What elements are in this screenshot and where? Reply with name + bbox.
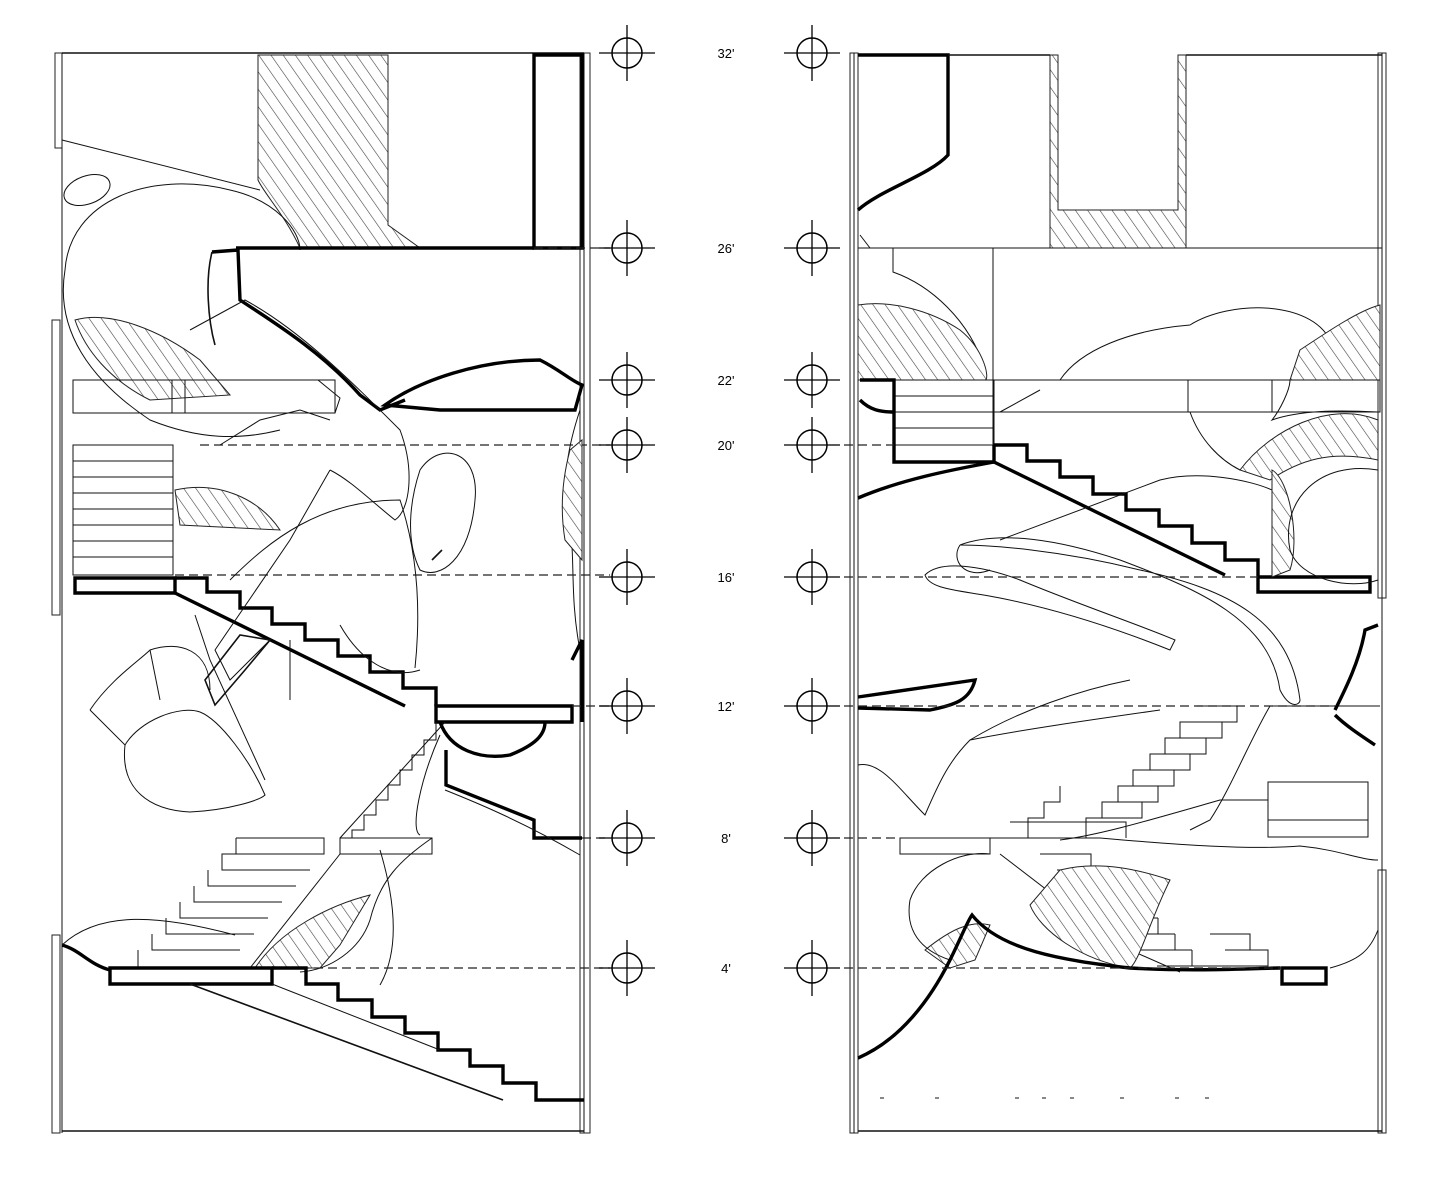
landing-20-22 bbox=[860, 378, 996, 464]
level-label-l4: 4' bbox=[721, 961, 731, 976]
level-target-left-l22 bbox=[599, 352, 655, 408]
level-target-left-l12 bbox=[599, 678, 655, 734]
level-label-l20: 20' bbox=[718, 438, 735, 453]
left-wall-segment bbox=[51, 934, 61, 1134]
level-target-left-l20 bbox=[599, 417, 655, 473]
stair-12-8 bbox=[339, 721, 446, 839]
level-target-left-l32 bbox=[599, 25, 655, 81]
upper-left-stair bbox=[72, 444, 174, 576]
stair-4-0 bbox=[272, 966, 584, 1102]
upper-room-outline bbox=[532, 53, 584, 250]
hatched-shaft bbox=[257, 54, 422, 249]
level-target-left-l16 bbox=[599, 549, 655, 605]
level-label-l32: 32' bbox=[718, 46, 735, 61]
left-section bbox=[51, 52, 610, 1134]
level-target-left-l4 bbox=[599, 940, 655, 996]
level-target-right-l26 bbox=[784, 220, 840, 276]
curved-slab-12 bbox=[857, 677, 978, 712]
level-label-l12: 12' bbox=[718, 699, 735, 714]
right-wall bbox=[579, 52, 591, 1134]
curved-floor-4 bbox=[857, 912, 1281, 1060]
landing-16 bbox=[73, 576, 177, 595]
top-curved-wall bbox=[856, 53, 950, 212]
upper-right-stair bbox=[893, 379, 995, 446]
stair-20-16 bbox=[994, 443, 1372, 594]
level-target-left-l26 bbox=[599, 220, 655, 276]
level-target-right-l32 bbox=[784, 25, 840, 81]
landing-4 bbox=[108, 966, 274, 986]
level-target-right-l22 bbox=[784, 352, 840, 408]
stair-8-4 bbox=[137, 837, 325, 969]
stair-12-8-right bbox=[990, 705, 1271, 839]
level-label-l22: 22' bbox=[718, 373, 735, 388]
level-label-l8: 8' bbox=[721, 831, 731, 846]
level-label-l16: 16' bbox=[718, 570, 735, 585]
level-label-l26: 26' bbox=[718, 241, 735, 256]
right-section bbox=[830, 52, 1387, 1134]
stair-16-12 bbox=[175, 576, 438, 706]
left-wall-segment bbox=[51, 319, 61, 616]
level-markers: 32' 26' 22' 20' 16' 12' 8' 4' bbox=[599, 25, 840, 996]
level-target-left-l8 bbox=[599, 810, 655, 866]
left-wall-segment bbox=[54, 52, 63, 149]
